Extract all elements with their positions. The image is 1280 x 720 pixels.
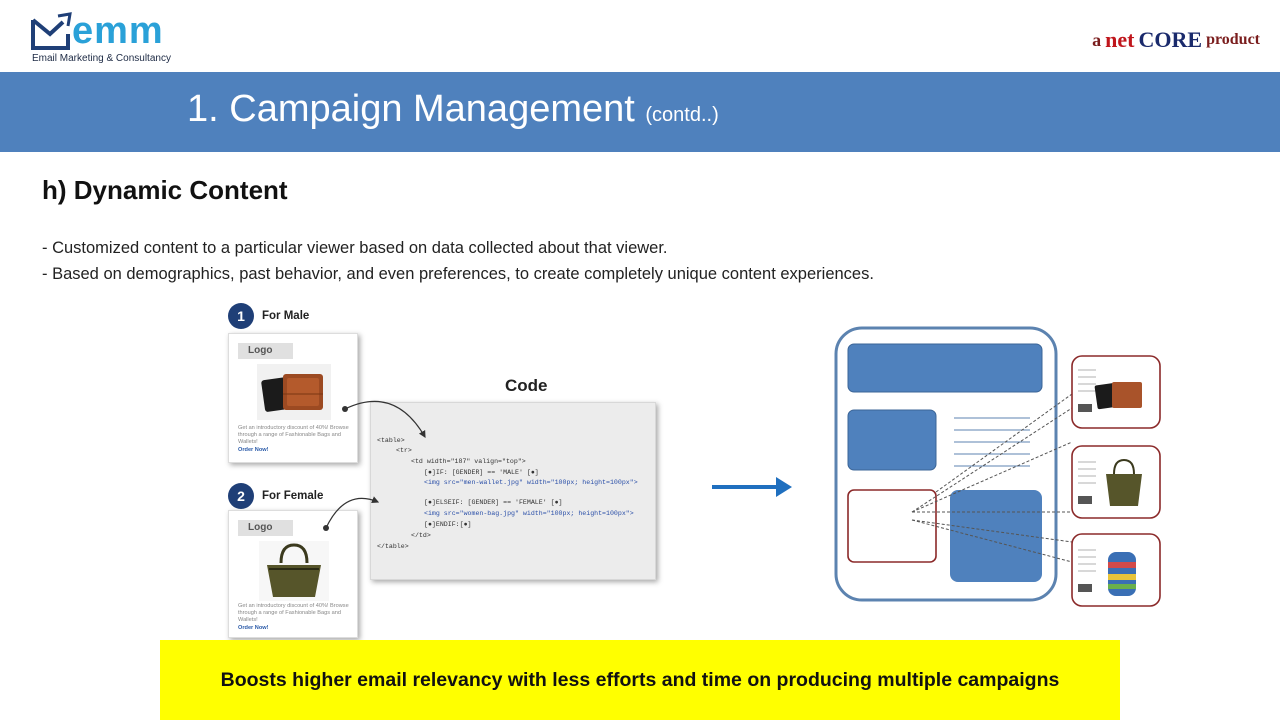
code-block: <table> <tr> <td width="187" valign="top… bbox=[370, 402, 656, 580]
slot-card-wallet bbox=[1071, 355, 1161, 429]
step-male: 1 For Male bbox=[228, 303, 309, 329]
netcore-logo: a net CORE product bbox=[1092, 22, 1260, 58]
wallet-icon bbox=[257, 364, 331, 420]
step-1-label: For Male bbox=[262, 310, 310, 322]
brand-word: emm bbox=[72, 10, 164, 52]
code-line: <img src="women-bag.jpg" width="100px; h… bbox=[424, 510, 634, 517]
card-order-link[interactable]: Order Now! bbox=[238, 446, 269, 453]
email-card-male: Logo Get an introductory discount of 40%… bbox=[228, 333, 358, 463]
slide-title-main: 1. Campaign Management bbox=[187, 88, 635, 130]
code-line: [●]IF: [GENDER] == 'MALE' [●] bbox=[424, 469, 539, 476]
card-promo-text: Get an introductory discount of 40%! Bro… bbox=[238, 425, 349, 446]
code-line: <img src="men-wallet.jpg" width="100px; … bbox=[424, 479, 638, 486]
card-logo-placeholder: Logo bbox=[238, 343, 293, 359]
section-heading: h) Dynamic Content bbox=[42, 175, 288, 205]
code-line: [●]ELSEIF: [GENDER] == 'FEMALE' [●] bbox=[424, 499, 563, 506]
title-band: 1. Campaign Management (contd..) bbox=[0, 72, 1280, 152]
description-line-2: - Based on demographics, past behavior, … bbox=[42, 264, 874, 283]
card-promo-2: Get an introductory discount of 40%! Bro… bbox=[238, 603, 350, 632]
dynamic-content-diagram bbox=[834, 326, 1161, 607]
slot-card-backpack bbox=[1071, 533, 1161, 607]
slot-card-handbag bbox=[1071, 445, 1161, 519]
card-logo-placeholder-2: Logo bbox=[238, 520, 293, 536]
code-line: [●]ENDIF:[●] bbox=[424, 521, 472, 528]
benefit-text: Boosts higher email relevancy with less … bbox=[220, 668, 1060, 691]
code-line: </table> bbox=[377, 543, 409, 550]
partner-core: CORE bbox=[1138, 27, 1203, 52]
card-promo: Get an introductory discount of 40%! Bro… bbox=[238, 425, 350, 454]
partner-net: net bbox=[1105, 27, 1135, 52]
code-line: <table> bbox=[377, 437, 405, 444]
step-2-label: For Female bbox=[262, 490, 324, 502]
card-order-link-2[interactable]: Order Now! bbox=[238, 624, 269, 631]
brand-tagline: Email Marketing & Consultancy bbox=[32, 53, 171, 64]
handbag-icon bbox=[259, 541, 329, 601]
description-line-1: - Customized content to a particular vie… bbox=[42, 239, 668, 257]
step-2-badge: 2 bbox=[228, 483, 254, 509]
card-promo-text-2: Get an introductory discount of 40%! Bro… bbox=[238, 603, 349, 624]
slide-title: 1. Campaign Management (contd..) bbox=[187, 88, 719, 131]
code-line: </td> bbox=[411, 532, 431, 539]
benefit-banner: Boosts higher email relevancy with less … bbox=[160, 640, 1120, 720]
envelope-check-icon bbox=[31, 12, 72, 50]
partner-suffix: product bbox=[1206, 31, 1260, 48]
description: - Customized content to a particular vie… bbox=[42, 236, 912, 287]
step-1-badge: 1 bbox=[228, 303, 254, 329]
step-female: 2 For Female bbox=[228, 483, 323, 509]
slide-title-suffix: (contd..) bbox=[645, 104, 719, 126]
emm-logo: emm Email Marketing & Consultancy bbox=[30, 10, 190, 68]
code-line: <td width="187" valign="top"> bbox=[411, 458, 526, 465]
code-label: Code bbox=[505, 376, 548, 395]
code-line: <tr> bbox=[396, 447, 412, 454]
partner-prefix: a bbox=[1092, 29, 1102, 50]
email-card-female: Logo Get an introductory discount of 40%… bbox=[228, 510, 358, 638]
